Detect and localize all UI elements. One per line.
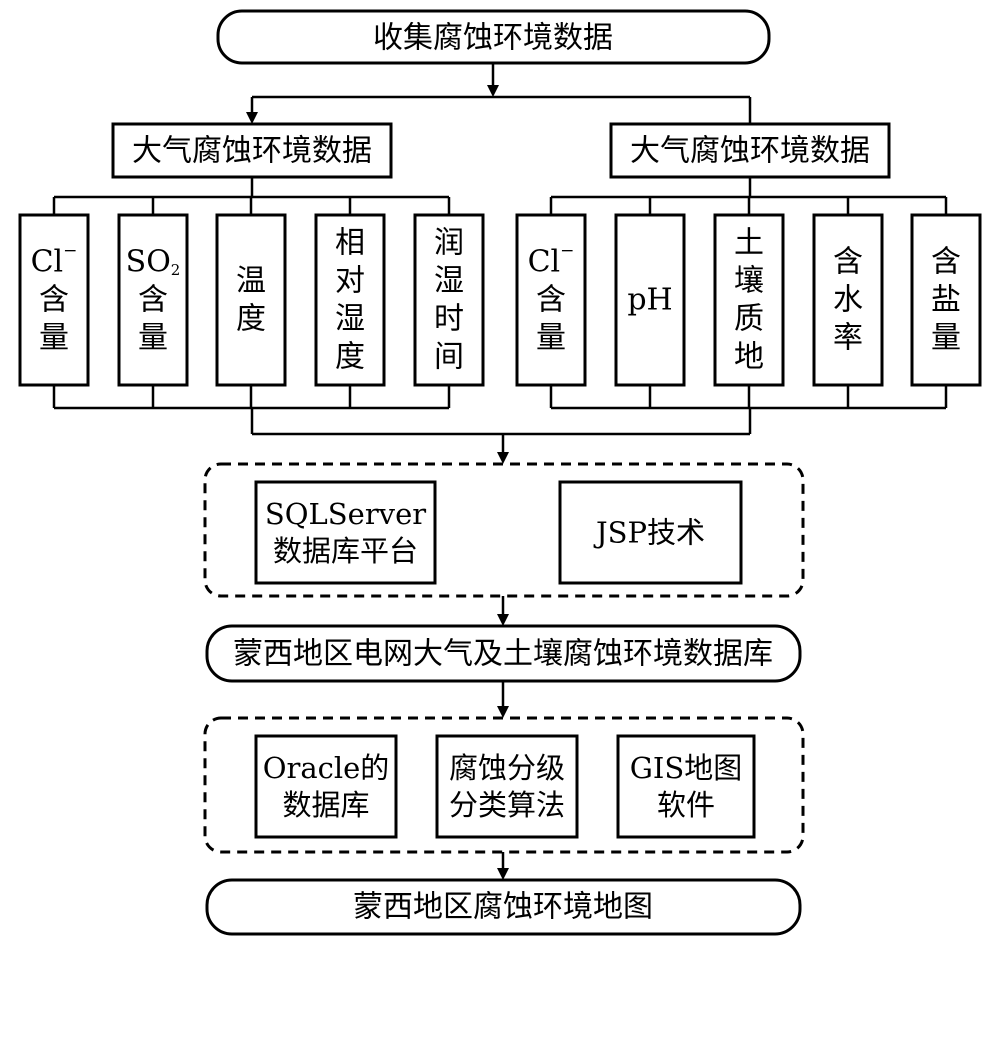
atmospheric-data-label: 大气腐蚀环境数据: [132, 134, 372, 169]
arrow-down-icon: [497, 614, 509, 626]
cl-content-label: 量: [39, 321, 69, 356]
ph-box: pH: [614, 213, 686, 387]
ph-label: pH: [627, 283, 672, 318]
database-label: 蒙西地区电网大气及土壤腐蚀环境数据库: [233, 637, 773, 672]
cl-content-label: 含: [39, 283, 69, 318]
oracle-database-label: Oracle的: [263, 751, 390, 785]
database-box: 蒙西地区电网大气及土壤腐蚀环境数据库: [205, 624, 802, 683]
arrow-down-icon: [497, 452, 509, 464]
relative-humidity-label: 相: [335, 226, 365, 261]
result-label: 蒙西地区腐蚀环境地图: [353, 890, 653, 925]
salt-content-label: 盐: [931, 283, 961, 318]
water-content-label: 含: [833, 245, 863, 280]
relative-humidity-label: 度: [335, 340, 365, 375]
salt-content-box: 含盐量: [910, 213, 982, 387]
sqlserver-platform-label: 数据库平台: [273, 534, 418, 568]
cl-content-box: Cl−含量: [18, 213, 90, 387]
sqlserver-platform-label: SQLServer: [265, 497, 426, 531]
temperature-label: 度: [236, 302, 266, 337]
arrow-down-icon: [497, 868, 509, 880]
so2-content-label: 量: [138, 321, 168, 356]
water-content-label: 水: [833, 283, 863, 318]
atmospheric-data-box: 大气腐蚀环境数据: [111, 122, 393, 179]
gis-map-label: 软件: [657, 788, 715, 822]
wetness-time-label: 时: [434, 302, 464, 337]
gis-map-label: GIS地图: [630, 751, 743, 785]
so2-content-label: 含: [138, 283, 168, 318]
relative-humidity-label: 湿: [335, 302, 365, 337]
salt-content-label: 量: [931, 321, 961, 356]
jsp-technology-label: JSP技术: [593, 516, 705, 550]
corrosion-classification-label: 腐蚀分级: [449, 751, 565, 785]
oracle-database-label: 数据库: [282, 788, 369, 822]
temperature-label: 温: [236, 264, 266, 299]
relative-humidity-label: 对: [335, 264, 365, 299]
soil-texture-label: 土: [734, 226, 764, 261]
soil-texture-label: 质: [734, 302, 764, 337]
soil-cl-content-label: Cl−: [528, 241, 575, 280]
soil-texture-label: 壤: [734, 264, 764, 299]
soil-cl-content-label: 含: [536, 283, 566, 318]
water-content-label: 率: [833, 321, 863, 356]
wetness-time-label: 润: [434, 226, 464, 261]
soil-data-label: 大气腐蚀环境数据: [630, 134, 870, 169]
salt-content-label: 含: [931, 245, 961, 280]
collect-data-label: 收集腐蚀环境数据: [373, 21, 613, 56]
arrow-down-icon: [487, 85, 499, 97]
arrow-down-icon: [246, 112, 258, 124]
temperature-box: 温度: [215, 213, 287, 387]
connector-lines: [52, 63, 948, 880]
wetness-time-label: 湿: [434, 264, 464, 299]
soil-cl-content-box: Cl−含量: [515, 213, 587, 387]
jsp-technology-box: JSP技术: [558, 480, 743, 585]
collect-data-box: 收集腐蚀环境数据: [216, 9, 771, 65]
water-content-box: 含水率: [812, 213, 884, 387]
wetness-time-label: 间: [434, 340, 464, 375]
corrosion-classification-label: 分类算法: [449, 788, 565, 822]
arrow-down-icon: [497, 706, 509, 718]
soil-cl-content-label: 量: [536, 321, 566, 356]
result-box: 蒙西地区腐蚀环境地图: [205, 878, 802, 936]
soil-data-box: 大气腐蚀环境数据: [609, 122, 891, 179]
soil-texture-label: 地: [734, 340, 764, 375]
